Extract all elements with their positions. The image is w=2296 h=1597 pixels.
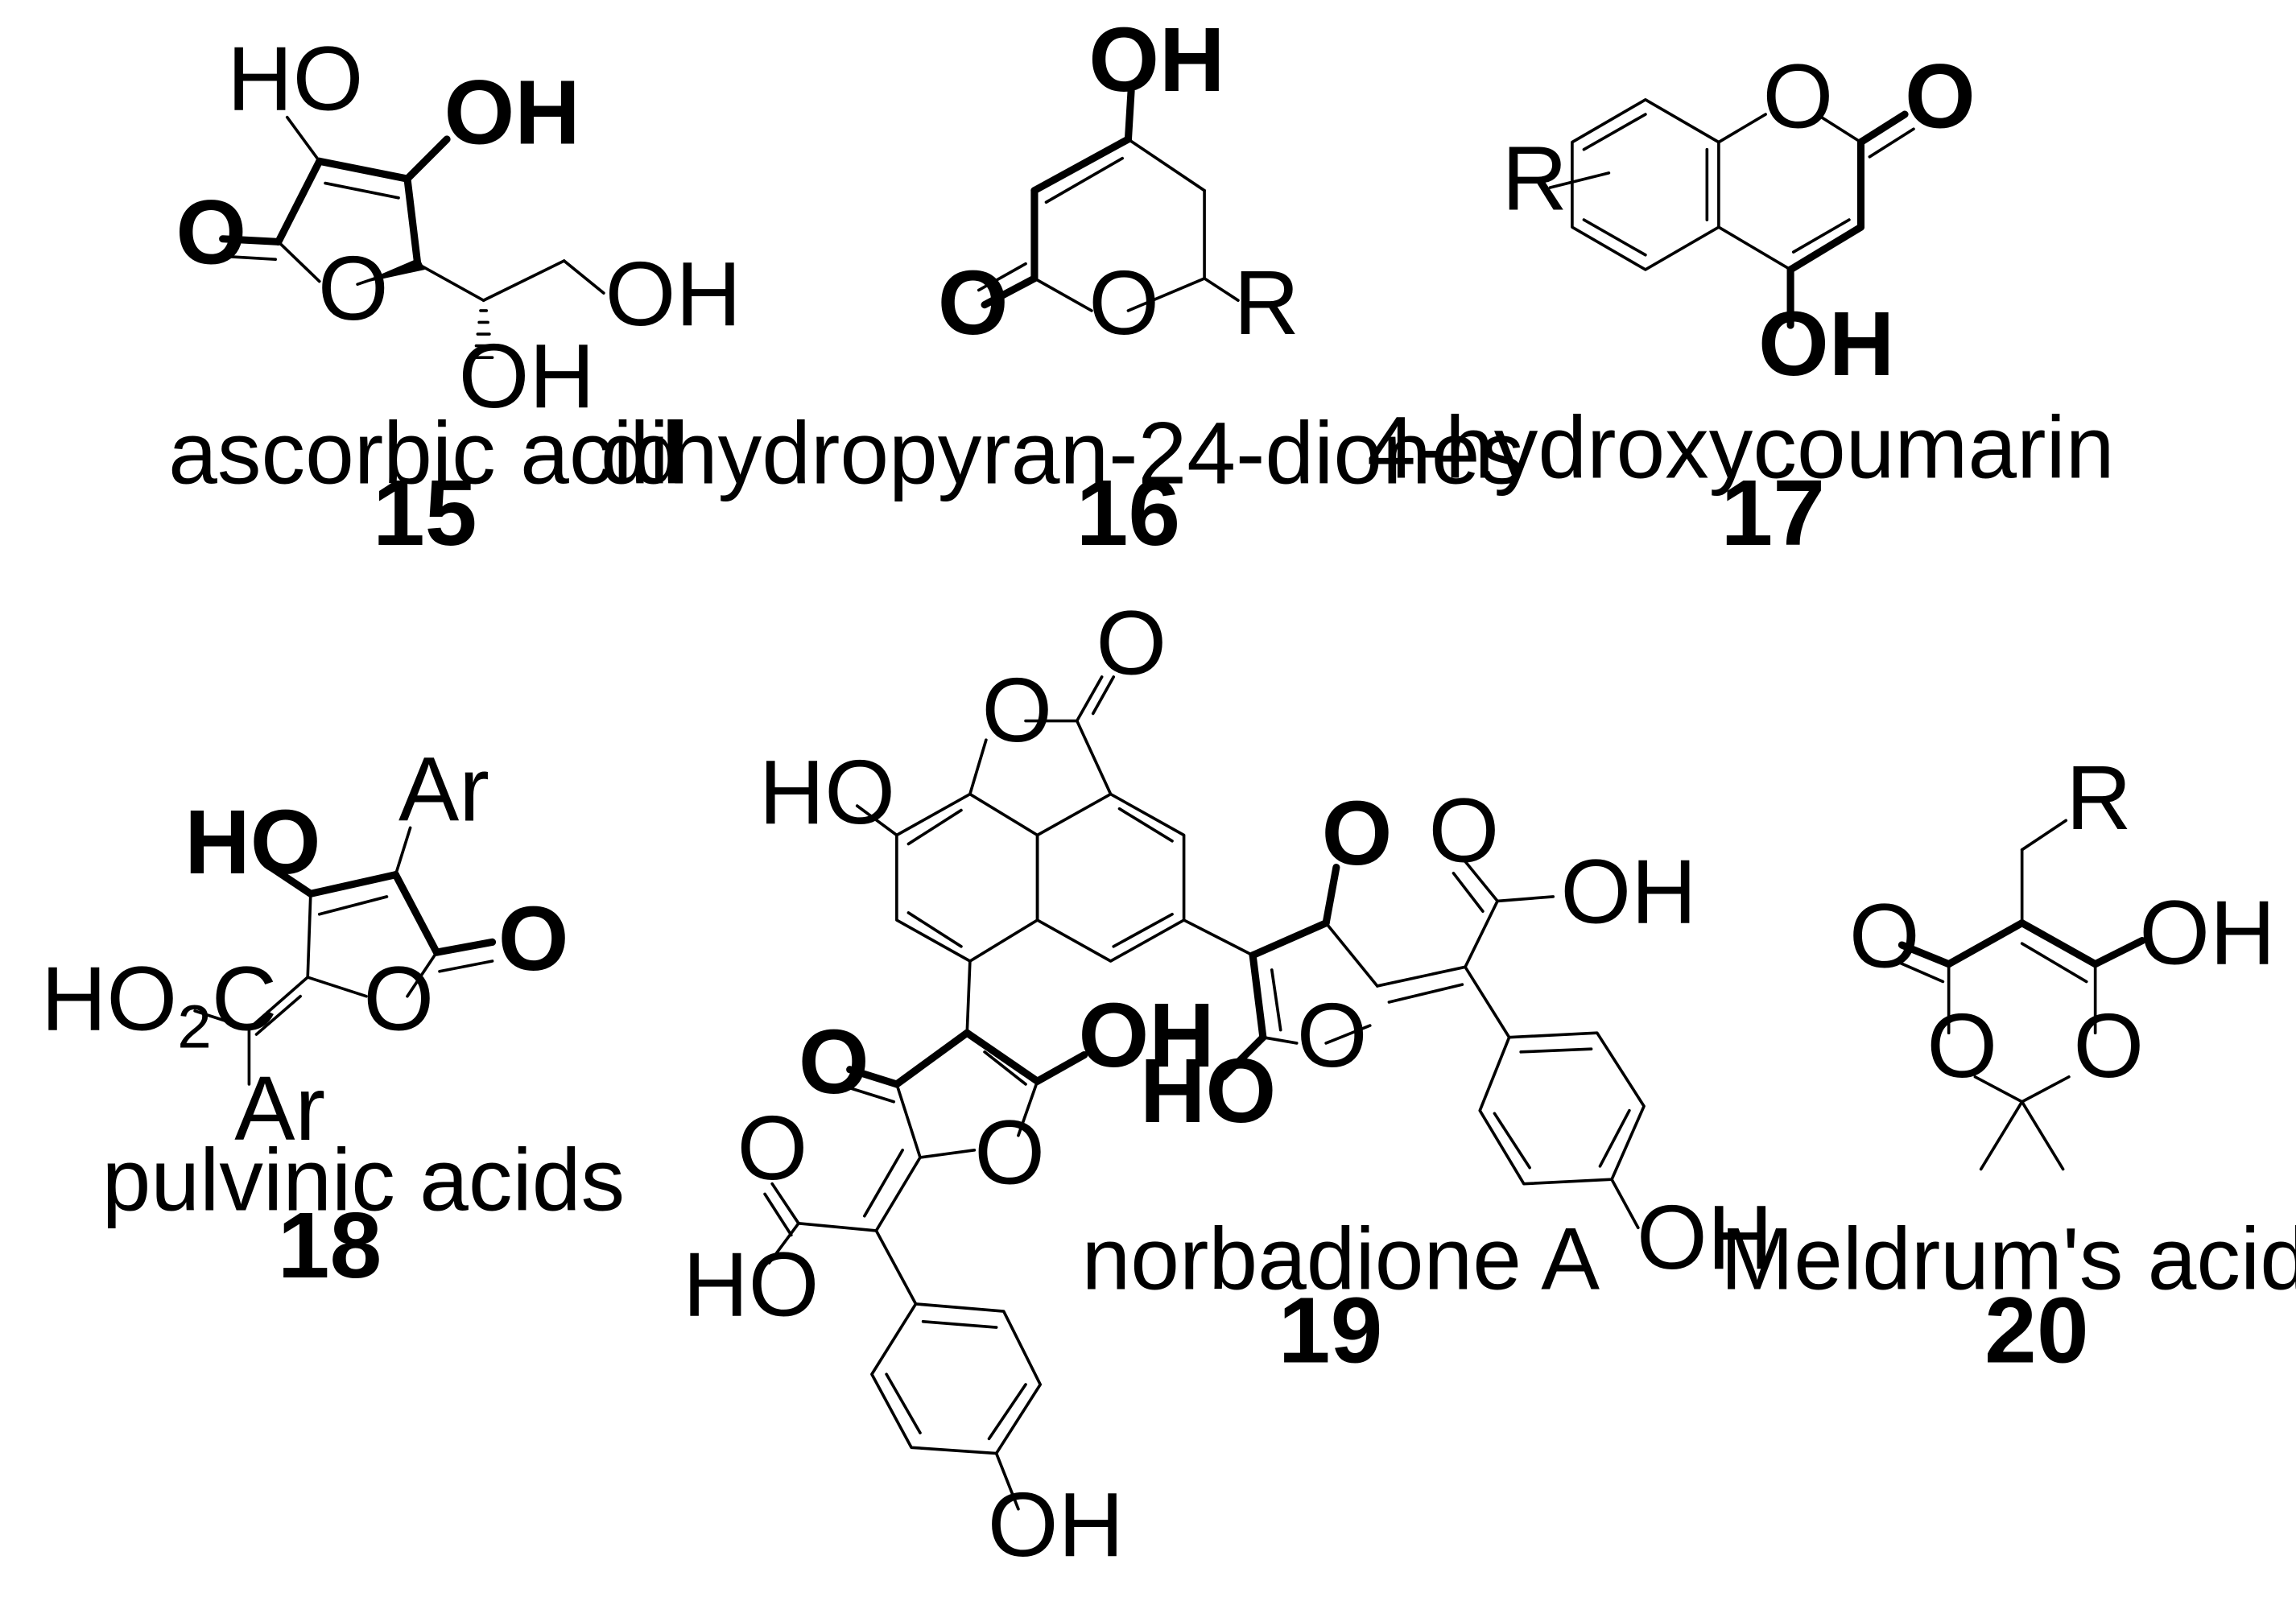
atom-label-oh: OH bbox=[2139, 882, 2275, 984]
atom-label-o-carbonyl: O bbox=[737, 1097, 807, 1199]
atom-label-o-carbonyl: O bbox=[938, 252, 1009, 353]
compound-name: pulvinic acids bbox=[102, 1131, 625, 1229]
atom-label-ho: HO bbox=[759, 741, 895, 843]
atom-label-r: R bbox=[2066, 747, 2131, 848]
compound-name: ascorbic acid bbox=[168, 405, 681, 503]
atom-label-ho-bold: HO bbox=[184, 791, 320, 893]
atom-label-o-carbonyl: O bbox=[498, 888, 569, 989]
atom-label-ho2c: HO2C bbox=[41, 948, 277, 1062]
atom-label-o-ring: O bbox=[1088, 252, 1159, 353]
wedge-bond bbox=[357, 258, 425, 285]
atom-label-oh: OH bbox=[459, 325, 595, 427]
atom-label-ar: Ar bbox=[234, 1058, 325, 1159]
compound-number: 17 bbox=[1720, 460, 1825, 565]
atom-label-o-carbonyl: O bbox=[1905, 45, 1976, 146]
atom-label-ar: Ar bbox=[398, 738, 489, 840]
atom-label-oh: OH bbox=[1560, 841, 1696, 943]
structure-norbadione-a bbox=[763, 675, 1646, 1511]
compound-name: norbadione A bbox=[1082, 1211, 1600, 1309]
atom-label-ho: HO bbox=[683, 1233, 819, 1335]
compound-number: 20 bbox=[1984, 1278, 2089, 1383]
atom-label-oh: OH bbox=[1637, 1186, 1773, 1288]
atom-label-o-ring: O bbox=[318, 237, 389, 339]
atom-label-o-ring: O bbox=[974, 1102, 1045, 1203]
atom-label-o-ring: O bbox=[363, 948, 434, 1050]
atom-label-o-ring: O bbox=[1297, 984, 1368, 1086]
compound-name: Meldrum's acids bbox=[1720, 1211, 2296, 1309]
atom-label-r: R bbox=[1233, 252, 1299, 353]
atom-label-o-carbonyl: O bbox=[1429, 779, 1500, 881]
structure-dihydropyran-dione bbox=[977, 87, 1240, 312]
compound-number: 15 bbox=[373, 460, 477, 565]
atom-label-oh-bold: OH bbox=[1088, 9, 1224, 110]
atom-label-r: R bbox=[1502, 127, 1567, 229]
atom-label-ho: HO bbox=[227, 28, 363, 130]
structure-meldrums-acid bbox=[1894, 819, 2146, 1171]
atom-label-o-carbonyl-bold: O bbox=[799, 1011, 869, 1112]
compound-number: 16 bbox=[1076, 460, 1181, 565]
atom-label-oh-bold: OH bbox=[444, 61, 580, 163]
atom-label-o-ring: O bbox=[1763, 45, 1834, 146]
atom-label-oh-bold: OH bbox=[1079, 984, 1215, 1086]
compound-number: 18 bbox=[278, 1193, 382, 1298]
atom-label-oh: OH bbox=[605, 243, 741, 345]
atom-label-oh-bold: OH bbox=[1758, 293, 1894, 394]
atom-label-ho-bold: HO bbox=[1140, 1040, 1276, 1141]
structure-hydroxycoumarin bbox=[1548, 98, 1915, 329]
compound-name: 4-hydroxycoumarin bbox=[1367, 398, 2114, 497]
atom-label-o-ring: O bbox=[981, 659, 1052, 761]
atom-label-o-carbonyl: O bbox=[176, 182, 246, 283]
structure-pulvinic-acid bbox=[193, 826, 497, 1086]
atom-label-o-carbonyl-bold: O bbox=[1322, 782, 1393, 884]
atom-label-o-carbonyl: O bbox=[1096, 592, 1167, 693]
compound-name: dihydropyran-24-diones bbox=[601, 405, 1524, 503]
compound-number: 19 bbox=[1278, 1278, 1383, 1383]
atom-label-o-carbonyl: O bbox=[1849, 885, 1920, 986]
atom-label-oh: OH bbox=[988, 1474, 1124, 1575]
atom-label-o-ring: O bbox=[2073, 995, 2144, 1096]
atom-label-o-ring: O bbox=[1926, 995, 1997, 1096]
